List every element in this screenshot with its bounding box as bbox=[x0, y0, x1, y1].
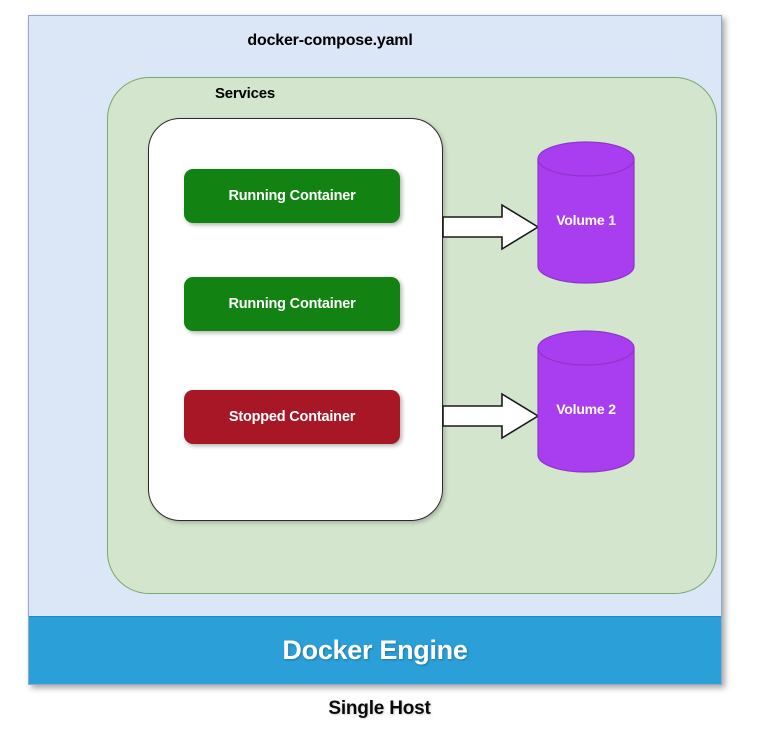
services-label: Services bbox=[214, 85, 276, 102]
single-host-caption: Single Host bbox=[328, 698, 431, 719]
volume-cylinder-2[interactable]: Volume 2 bbox=[537, 330, 635, 473]
compose-file-label: docker-compose.yaml bbox=[247, 32, 413, 49]
docker-engine-bar: Docker Engine bbox=[29, 616, 721, 684]
volume-cylinder-1[interactable]: Volume 1 bbox=[537, 141, 635, 284]
arrow-to-volume-1 bbox=[442, 203, 540, 251]
container-stopped-1[interactable]: Stopped Container bbox=[184, 390, 400, 444]
arrow-to-volume-2 bbox=[442, 392, 540, 440]
docker-engine-label: Docker Engine bbox=[282, 635, 468, 665]
container-running-1[interactable]: Running Container bbox=[184, 169, 400, 223]
container-running-2[interactable]: Running Container bbox=[184, 277, 400, 331]
